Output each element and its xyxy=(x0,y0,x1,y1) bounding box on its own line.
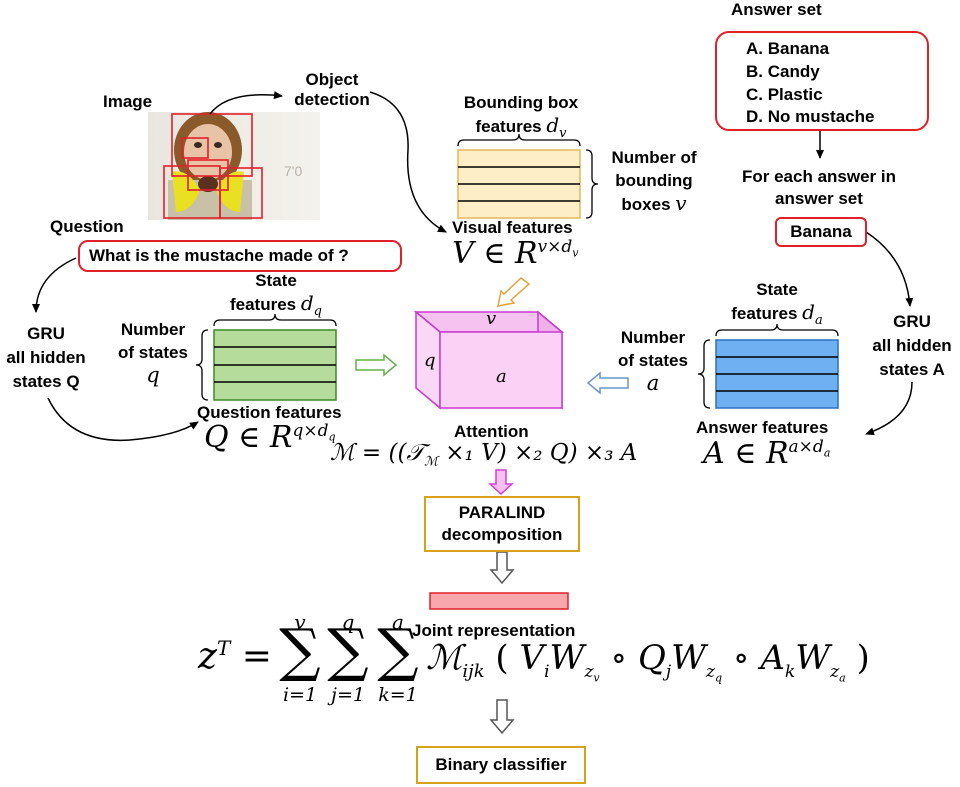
banana-to-gru-arrow xyxy=(865,231,914,307)
sum-sign: ∑ xyxy=(327,616,369,684)
question-to-attention-arrow xyxy=(355,353,398,377)
num-bboxes-label: Number of bounding boxes v xyxy=(611,148,697,215)
answer-item: B. Candy xyxy=(746,62,820,81)
gru-to-question-features-arrow xyxy=(47,397,199,442)
formula-body: ℳijk ( ViWzv ∘ QjWzq ∘ AkWza ) xyxy=(426,638,870,685)
sum-upper: v xyxy=(294,610,306,634)
image-to-detection-arrow xyxy=(209,91,283,115)
question-feature-matrix xyxy=(195,313,337,401)
answer-item: C. Plastic xyxy=(746,85,823,104)
question-features-formula: Q ∈ Rq×dq xyxy=(204,420,336,455)
answer-set-box: A. Banana B. Candy C. Plastic D. No must… xyxy=(715,31,929,131)
input-photo: 7'0 xyxy=(148,112,320,220)
answer-item: A. Banana xyxy=(746,39,830,58)
answer-features-formula: A ∈ Ra×da xyxy=(703,436,831,471)
selected-answer-box: Banana xyxy=(775,217,867,247)
bbox-features-label: Bounding box features dv xyxy=(463,93,579,141)
question-to-gru-arrow xyxy=(32,257,77,313)
sum-sign: ∑ xyxy=(377,616,419,684)
a-state-features-label: State features da xyxy=(731,280,823,328)
q-state-features-label: State features dq xyxy=(229,271,322,319)
gru-to-answer-features-arrow xyxy=(865,381,913,436)
answer-to-attention-arrow xyxy=(586,371,629,395)
question-text: What is the mustache made of ? xyxy=(89,246,349,265)
for-each-label: For each answer in answer set xyxy=(742,167,896,208)
image-label: Image xyxy=(103,92,153,111)
attention-cube xyxy=(413,310,565,410)
sum-upper: a xyxy=(392,610,404,634)
gru-q-label: GRU all hidden states Q xyxy=(6,324,86,391)
question-title: Question xyxy=(50,217,124,236)
answer-features-label: Answer features xyxy=(696,418,829,437)
sum-upper: q xyxy=(341,610,355,634)
detection-to-visual-arrow xyxy=(369,91,447,233)
answer-item: D. No mustache xyxy=(746,107,875,126)
cube-label-v: v xyxy=(486,308,497,329)
selected-answer-text: Banana xyxy=(790,222,852,241)
answer-set-title: Answer set xyxy=(731,0,822,19)
binary-classifier-box: Binary classifier xyxy=(416,746,586,784)
svg-text:7'0: 7'0 xyxy=(284,163,302,179)
q-num-states-label: Number of states q xyxy=(118,320,188,387)
sum-sign: ∑ xyxy=(279,616,321,684)
paralind-to-joint-arrow xyxy=(489,551,515,585)
joint-representation-label: Joint representation xyxy=(412,621,576,640)
attention-to-paralind-arrow xyxy=(488,469,514,496)
joint-to-classifier-arrow xyxy=(489,699,515,735)
object-detection-label: Object detection xyxy=(294,70,370,109)
cube-label-a: a xyxy=(496,366,507,387)
gru-a-label: GRU all hidden states A xyxy=(872,312,952,379)
attention-label: Attention xyxy=(454,422,529,441)
question-box: What is the mustache made of ? xyxy=(78,240,402,272)
a-num-states-label: Number of states a xyxy=(618,328,688,395)
binary-classifier-label: Binary classifier xyxy=(435,755,567,774)
joint-representation-bar xyxy=(429,592,569,610)
sum-lower: j=1 xyxy=(331,684,365,706)
cube-label-q: q xyxy=(424,350,436,371)
sum-lower: i=1 xyxy=(282,684,318,706)
answer-feature-matrix xyxy=(697,323,839,409)
paralind-box: PARALIND decomposition xyxy=(424,496,580,552)
visual-to-attention-arrow xyxy=(497,277,531,307)
question-features-label: Question features xyxy=(197,403,342,422)
visual-features-label: Visual features xyxy=(452,218,573,237)
sum-lower: k=1 xyxy=(378,684,418,706)
formula-lhs: zT = xyxy=(198,636,272,677)
visual-features-formula: V ∈ Rv×dv xyxy=(452,236,579,271)
attention-formula: ℳ = ((𝒯ℳ ×₁ V) ×₂ Q) ×₃ A xyxy=(330,440,638,470)
bbox-feature-matrix xyxy=(457,133,599,219)
